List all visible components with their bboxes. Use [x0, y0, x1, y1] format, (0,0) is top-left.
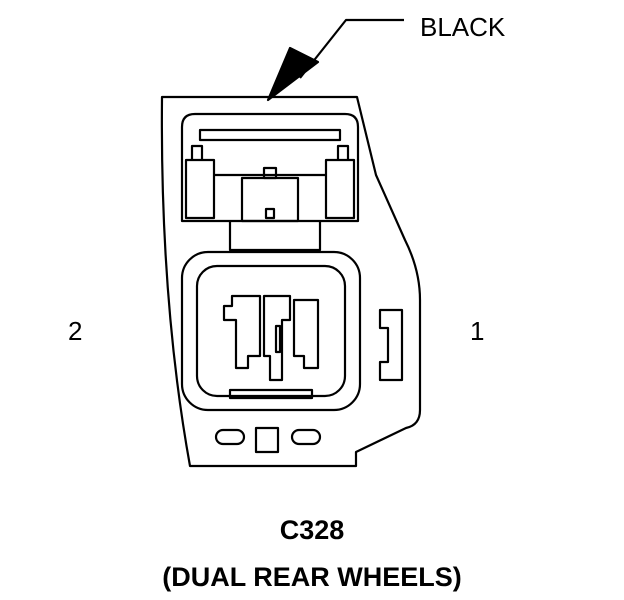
wire-color-label: BLACK — [420, 12, 506, 42]
connector-description: (DUAL REAR WHEELS) — [162, 562, 462, 592]
callout-leader — [266, 18, 404, 102]
connector-id: C328 — [279, 515, 345, 545]
side-lock — [378, 308, 404, 382]
bottom-keys — [214, 426, 322, 454]
pin-label-left: 2 — [68, 316, 83, 346]
mating-face — [180, 250, 362, 412]
terminal-cavities — [222, 294, 320, 382]
connector-housing — [160, 95, 422, 468]
pin-label-right: 1 — [470, 316, 485, 346]
latch-assembly — [180, 112, 360, 252]
